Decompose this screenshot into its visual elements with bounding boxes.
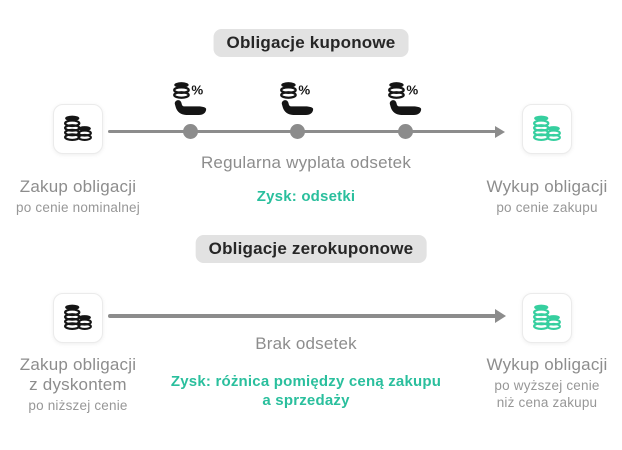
redemption-label: Wykup obligacji po cenie zakupu <box>469 177 622 216</box>
arrow-right-icon <box>495 126 505 138</box>
timeline-dot <box>183 124 198 139</box>
timeline-label: Brak odsetek <box>255 334 357 353</box>
coins-black-icon <box>62 302 94 334</box>
coins-black-icon <box>62 113 94 145</box>
section-badge-zero-coupon: Obligacje zerokuponowe <box>195 235 427 263</box>
purchase-title-line2: z dyskontem <box>29 375 127 394</box>
purchase-icon-card <box>53 293 103 343</box>
profit-label: Zysk: różnica pomiędzy ceną zakupu a spr… <box>156 372 456 410</box>
timeline-dot <box>398 124 413 139</box>
hand-coins-percent-icon <box>278 80 316 118</box>
coins-green-icon <box>531 302 563 334</box>
purchase-label: Zakup obligacji z dyskontem po niższej c… <box>0 355 156 414</box>
purchase-subtitle: po cenie nominalnej <box>16 200 140 215</box>
section-badge-coupon: Obligacje kuponowe <box>213 29 409 57</box>
purchase-subtitle: po niższej cenie <box>28 398 128 413</box>
redemption-label: Wykup obligacji po wyższej cenie niż cen… <box>469 355 622 411</box>
timeline-caption: Regularna wyplata odsetek Zysk: odsetki <box>156 153 456 206</box>
redemption-title: Wykup obligacji <box>486 177 608 196</box>
hand-coins-percent-icon <box>171 80 209 118</box>
profit-label: Zysk: odsetki <box>256 188 356 205</box>
timeline-label: Regularna wyplata odsetek <box>200 153 412 172</box>
redemption-subtitle: po wyższej cenie <box>494 378 600 393</box>
timeline-dot <box>290 124 305 139</box>
redemption-icon-card <box>522 104 572 154</box>
redemption-subtitle: po cenie zakupu <box>496 200 598 215</box>
redemption-icon-card <box>522 293 572 343</box>
timeline-caption: Brak odsetek Zysk: różnica pomiędzy ceną… <box>156 334 456 410</box>
timeline-line <box>108 314 497 318</box>
purchase-title: Zakup obligacji <box>19 355 137 374</box>
coins-green-icon <box>531 113 563 145</box>
profit-line2: a sprzedaży <box>262 392 350 409</box>
arrow-right-icon <box>495 309 506 323</box>
purchase-title: Zakup obligacji <box>19 177 137 196</box>
purchase-label: Zakup obligacji po cenie nominalnej <box>0 177 156 216</box>
hand-coins-percent-icon <box>386 80 424 118</box>
purchase-icon-card <box>53 104 103 154</box>
redemption-subtitle-line2: niż cena zakupu <box>496 395 598 410</box>
redemption-title: Wykup obligacji <box>486 355 608 374</box>
profit-line1: Zysk: różnica pomiędzy ceną zakupu <box>170 373 442 390</box>
